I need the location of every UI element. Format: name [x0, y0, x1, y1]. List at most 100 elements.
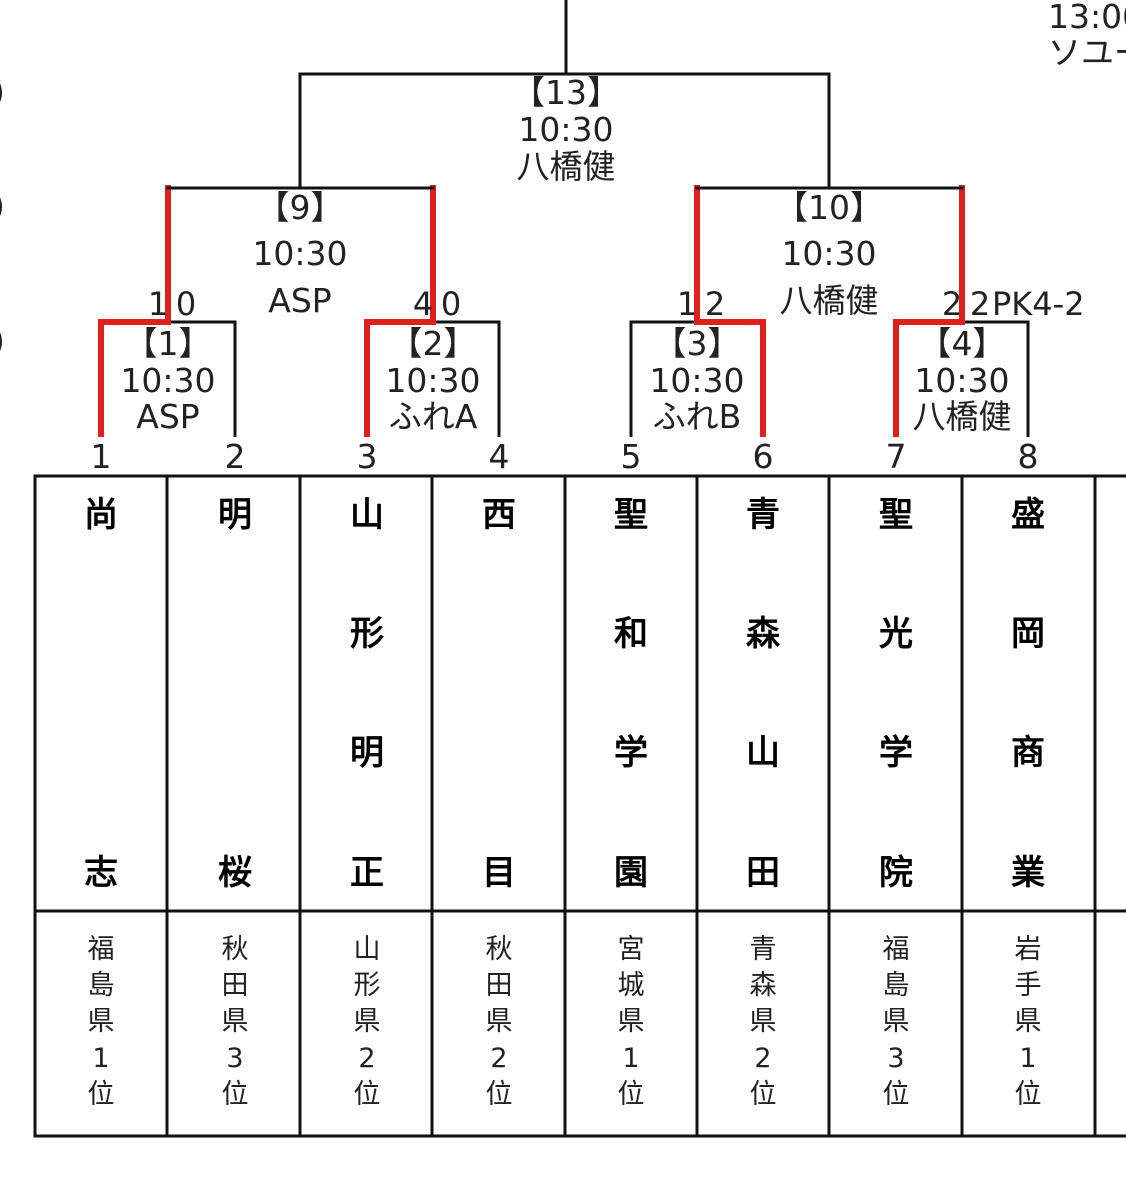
team-prefecture-char: 位 — [1015, 1079, 1042, 1110]
team-prefecture-char: 県 — [1015, 1006, 1042, 1037]
bracket-line — [962, 320, 1030, 437]
match-time: 10:30 — [914, 361, 1009, 400]
team-name-char: 森 — [746, 614, 781, 654]
team-prefecture-char: 森 — [750, 970, 777, 1001]
team-prefecture-char: 位 — [750, 1079, 777, 1110]
team-seed-number: 1 — [91, 437, 112, 476]
team-prefecture-char: 県 — [354, 1006, 381, 1037]
match-number: 【9】 — [257, 188, 344, 227]
team-name-char: 業 — [1011, 853, 1045, 893]
match-number: 【1】 — [125, 324, 212, 363]
score-right: 2 — [970, 285, 990, 323]
team-name-char: 光 — [879, 614, 913, 654]
score-left: 1 — [148, 285, 168, 323]
team-name-char: 聖 — [614, 495, 648, 535]
team-name-char: 岡 — [1011, 614, 1045, 654]
match-venue: 八橋健 — [780, 281, 879, 320]
match-time: 10:30 — [385, 361, 480, 400]
team-name-char: 正 — [350, 853, 384, 893]
team-prefecture-char: 山 — [354, 934, 381, 965]
team-prefecture-char: 位 — [354, 1079, 381, 1110]
score-left: 1 — [677, 285, 697, 323]
match-time: 10:30 — [252, 234, 347, 273]
team-prefecture-char: 1 — [92, 1043, 109, 1074]
team-prefecture-char: 島 — [883, 970, 910, 1001]
match-time: 10:30 — [781, 234, 876, 273]
team-seed-number: 4 — [489, 437, 510, 476]
team-name-char: 目 — [482, 853, 516, 893]
match-number: 【13】 — [512, 73, 620, 112]
team-prefecture-char: 県 — [88, 1006, 115, 1037]
team-prefecture-char: 手 — [1015, 970, 1042, 1001]
team-prefecture-char: 秋 — [486, 934, 513, 965]
match-venue: ASP — [136, 397, 199, 436]
match-time: 10:30 — [649, 361, 744, 400]
team-prefecture-char: 1 — [622, 1043, 639, 1074]
team-name-char: 山 — [350, 495, 384, 535]
team-prefecture-char: 田 — [486, 970, 513, 1001]
team-seed-number: 5 — [621, 437, 642, 476]
team-prefecture-char: 2 — [490, 1043, 507, 1074]
team-prefecture-char: 島 — [88, 970, 115, 1001]
bracket-line — [168, 320, 237, 437]
top-right-venue: ソユー — [1048, 33, 1126, 72]
team-name-char: 園 — [614, 853, 648, 893]
left-edge-mark: ) — [0, 321, 5, 360]
team-name-char: 院 — [879, 853, 913, 893]
team-name-char: 青 — [746, 495, 780, 535]
team-prefecture-char: 県 — [750, 1006, 777, 1037]
match-venue: 八橋健 — [517, 147, 616, 186]
team-name-char: 盛 — [1011, 495, 1045, 535]
team-prefecture-char: 位 — [222, 1079, 249, 1110]
team-prefecture-char: 2 — [358, 1043, 375, 1074]
team-prefecture-char: 県 — [883, 1006, 910, 1037]
team-name-char: 明 — [350, 733, 384, 773]
team-prefecture-char: 3 — [887, 1043, 904, 1074]
team-prefecture-char: 1 — [1019, 1043, 1036, 1074]
penalty-score: PK4-2 — [992, 285, 1085, 323]
match-number: 【3】 — [654, 324, 741, 363]
team-name-char: 志 — [84, 853, 118, 893]
left-edge-mark: ) — [0, 72, 5, 111]
team-prefecture-char: 位 — [88, 1079, 115, 1110]
team-table: 尚志福島県1位明桜秋田県3位山形明正山形県2位西目秋田県2位聖和学園宮城県1位青… — [33, 474, 1126, 1138]
team-prefecture-char: 3 — [226, 1043, 243, 1074]
score-right: 0 — [176, 285, 196, 323]
team-prefecture-char: 2 — [754, 1043, 771, 1074]
team-prefecture-char: 青 — [750, 934, 777, 965]
match-venue: 八橋健 — [913, 397, 1012, 436]
team-seed-number: 7 — [886, 437, 907, 476]
winner-path-line — [98, 319, 168, 437]
team-prefecture-char: 田 — [222, 970, 249, 1001]
match-number: 【2】 — [390, 324, 477, 363]
match-time: 10:30 — [518, 110, 613, 149]
match-number: 【4】 — [919, 324, 1006, 363]
match-number: 【10】 — [775, 188, 883, 227]
score-left: 4 — [413, 285, 433, 323]
team-name-char: 桜 — [218, 853, 252, 893]
team-prefecture-char: 福 — [88, 934, 115, 965]
score-right: 2 — [705, 285, 725, 323]
team-name-char: 学 — [614, 733, 648, 773]
match-time: 10:30 — [120, 361, 215, 400]
team-prefecture-char: 福 — [883, 934, 910, 965]
team-name-char: 山 — [746, 733, 780, 773]
team-prefecture-char: 城 — [618, 970, 645, 1001]
team-seed-number: 6 — [753, 437, 774, 476]
match-venue: ASP — [268, 281, 331, 320]
team-prefecture-char: 県 — [486, 1006, 513, 1037]
team-name-char: 商 — [1011, 733, 1045, 773]
team-prefecture-char: 形 — [354, 970, 381, 1001]
team-prefecture-char: 岩 — [1015, 934, 1042, 965]
team-name-char: 学 — [879, 733, 913, 773]
score-right: 0 — [441, 285, 461, 323]
team-name-char: 西 — [482, 495, 516, 535]
team-prefecture-char: 県 — [222, 1006, 249, 1037]
team-name-char: 形 — [350, 614, 384, 654]
team-seed-number: 2 — [225, 437, 246, 476]
left-edge-mark: ) — [0, 186, 5, 225]
team-prefecture-char: 位 — [618, 1079, 645, 1110]
team-name-char: 明 — [218, 495, 252, 535]
match-venue: ふれA — [389, 397, 478, 436]
